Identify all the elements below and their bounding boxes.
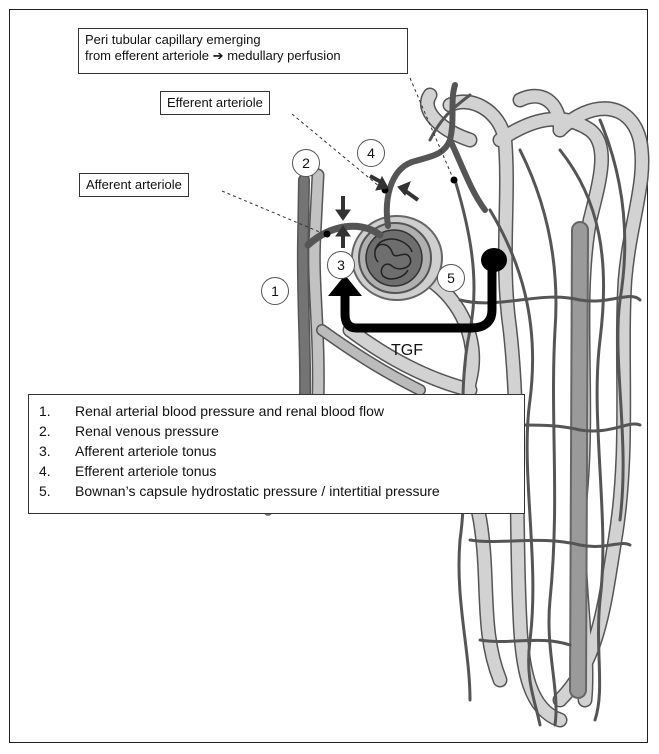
marker-4: 4 bbox=[357, 139, 385, 167]
legend-text: Afferent arteriole tonus bbox=[75, 441, 216, 461]
efferent-arteriole-label: Efferent arteriole bbox=[160, 91, 270, 115]
legend-number: 1. bbox=[39, 401, 75, 421]
marker-1: 1 bbox=[261, 277, 289, 305]
marker-2: 2 bbox=[292, 149, 320, 177]
legend-number: 4. bbox=[39, 461, 75, 481]
legend-text: Renal arterial blood pressure and renal … bbox=[75, 401, 384, 421]
marker-3: 3 bbox=[327, 251, 355, 279]
legend: 1. Renal arterial blood pressure and ren… bbox=[28, 394, 525, 514]
peritubular-label-line2-end: medullary perfusion bbox=[227, 48, 340, 63]
legend-text: Efferent arteriole tonus bbox=[75, 461, 216, 481]
legend-item: 3. Afferent arteriole tonus bbox=[39, 441, 514, 461]
legend-item: 5. Bownan’s capsule hydrostatic pressure… bbox=[39, 481, 514, 501]
legend-text: Bownan’s capsule hydrostatic pressure / … bbox=[75, 481, 440, 501]
peritubular-label-line2: from efferent arteriole ➔ medullary perf… bbox=[85, 48, 401, 64]
legend-item: 2. Renal venous pressure bbox=[39, 421, 514, 441]
legend-number: 5. bbox=[39, 481, 75, 501]
legend-number: 3. bbox=[39, 441, 75, 461]
legend-item: 4. Efferent arteriole tonus bbox=[39, 461, 514, 481]
legend-item: 1. Renal arterial blood pressure and ren… bbox=[39, 401, 514, 421]
peritubular-label-line2-start: from efferent arteriole bbox=[85, 48, 209, 63]
tgf-label: TGF bbox=[391, 342, 423, 360]
arrow-right-icon: ➔ bbox=[213, 48, 224, 63]
marker-5: 5 bbox=[437, 264, 465, 292]
legend-number: 2. bbox=[39, 421, 75, 441]
peritubular-label-line1: Peri tubular capillary emerging bbox=[85, 32, 401, 48]
afferent-arteriole-label: Afferent arteriole bbox=[79, 173, 189, 197]
peritubular-capillary-label: Peri tubular capillary emerging from eff… bbox=[78, 28, 408, 74]
legend-text: Renal venous pressure bbox=[75, 421, 219, 441]
